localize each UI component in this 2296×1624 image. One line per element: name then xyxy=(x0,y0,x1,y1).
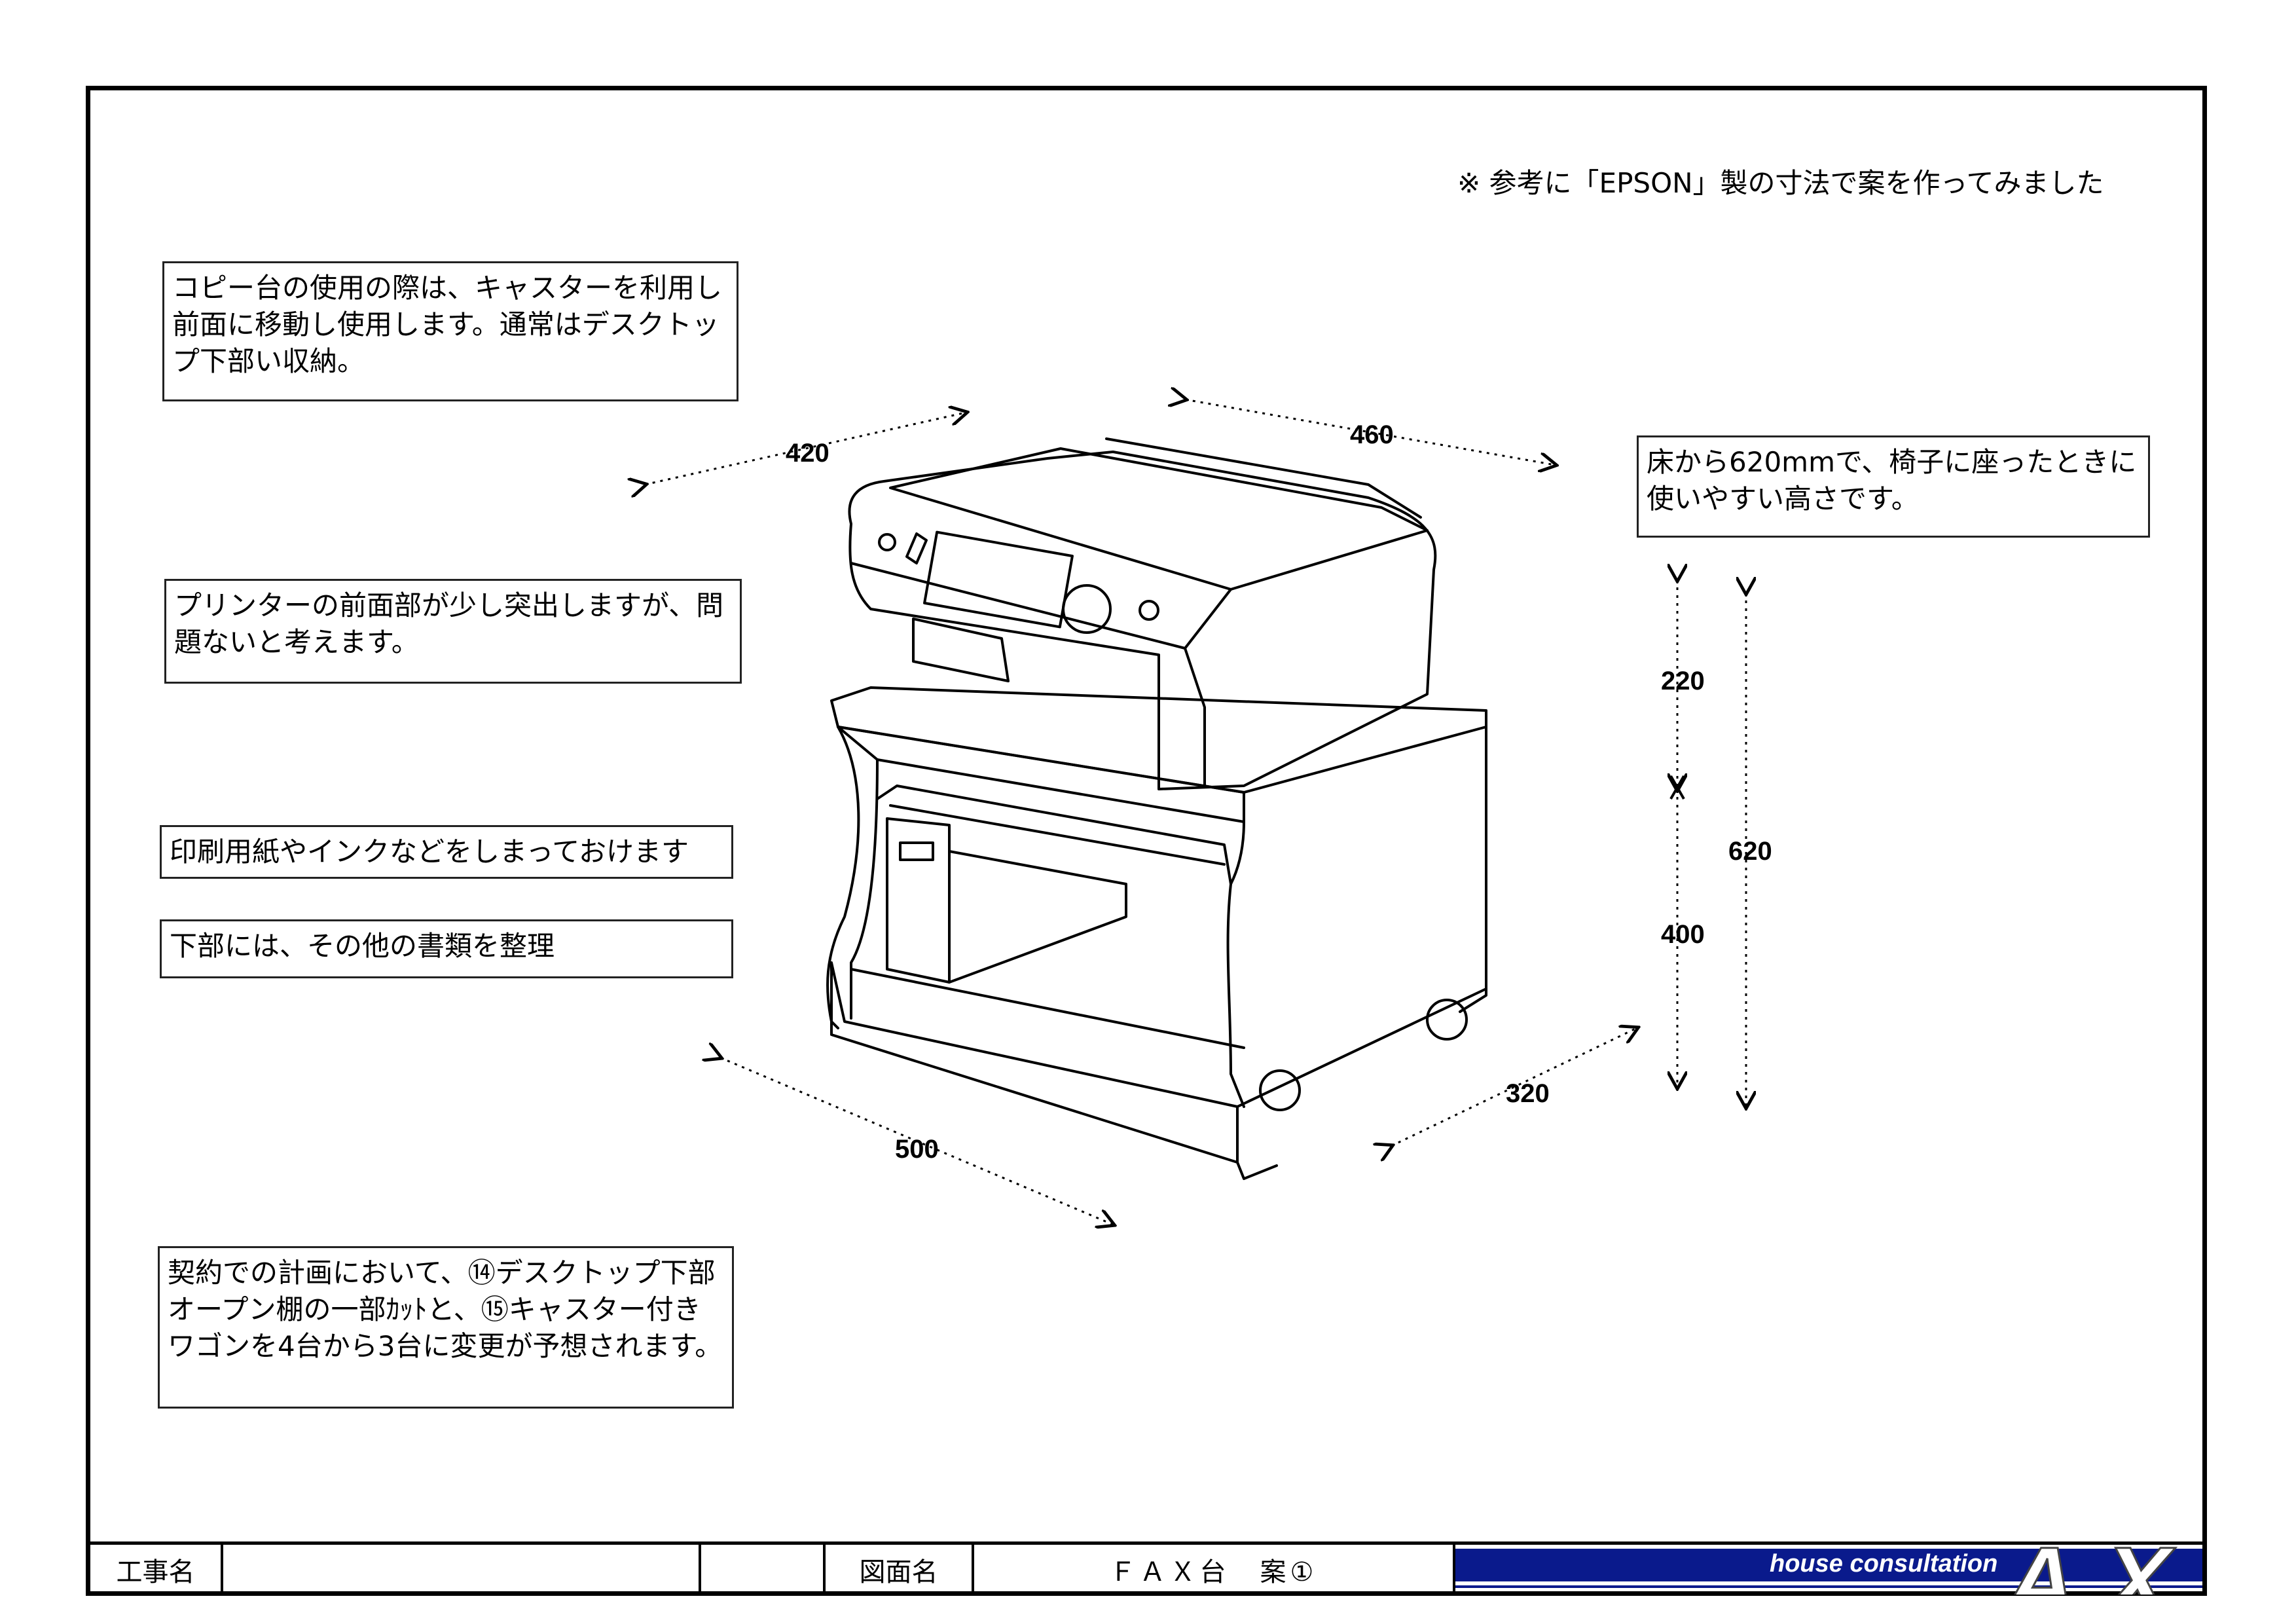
project-name-value xyxy=(223,1545,701,1595)
cabinet-bottom xyxy=(830,961,1239,1164)
dim-line-500 xyxy=(720,1058,1113,1225)
dim-label-320: 320 xyxy=(1506,1079,1550,1108)
reference-note: ※ 参考に「EPSON」製の寸法で案を作ってみました xyxy=(1457,167,2104,199)
cabinet-shelf xyxy=(876,784,1232,885)
printer-display xyxy=(923,530,1074,629)
note-bottom: 下部には、その他の書類を整理 xyxy=(160,919,733,978)
note-paper: 印刷用紙やインクなどをしまっておけます xyxy=(160,825,733,879)
dim-line-320 xyxy=(1391,1028,1637,1146)
title-block-blank xyxy=(701,1545,826,1595)
printer-dial xyxy=(1062,584,1112,634)
brand-subtitle: house consultation xyxy=(1770,1550,1998,1578)
cabinet-right-side xyxy=(1459,726,1487,1013)
project-name-label: 工事名 xyxy=(90,1545,223,1595)
title-block: 工事名 図面名 ＦＡＸ台 案① house consultation AXIS xyxy=(90,1541,2202,1595)
printer-scanner-lid xyxy=(889,447,1429,591)
dim-label-220: 220 xyxy=(1661,667,1705,695)
brand-logo: AXIS xyxy=(2004,1545,2202,1595)
drawing-name-value: ＦＡＸ台 案① xyxy=(974,1545,1455,1595)
drawing-frame xyxy=(86,86,2207,1596)
dim-label-460: 460 xyxy=(1350,420,1394,449)
dim-label-400: 400 xyxy=(1661,920,1705,949)
drawing-name-label: 図面名 xyxy=(826,1545,974,1595)
note-height: 床から620mmで、椅子に座ったときに 使いやすい高さです。 xyxy=(1637,435,2150,538)
dim-label-620: 620 xyxy=(1728,837,1772,866)
note-contract: 契約での計画において、⑭デスクトップ下部 オープン棚の一部ｶｯﾄと、⑮キャスター… xyxy=(158,1246,734,1409)
dim-label-500: 500 xyxy=(895,1135,939,1164)
caster-right xyxy=(1426,999,1468,1041)
caster-front xyxy=(1259,1069,1301,1111)
dim-label-420: 420 xyxy=(786,439,829,468)
note-printer: プリンターの前面部が少し突出しますが、問 題ないと考えます。 xyxy=(164,579,742,684)
note-caster: コピー台の使用の際は、キャスターを利用し 前面に移動し使用します。通常はデスクト… xyxy=(162,261,738,401)
cabinet-left-side xyxy=(826,726,860,1029)
brand-logo-block: house consultation AXIS xyxy=(1455,1545,2202,1595)
printer-front-tray xyxy=(912,618,1010,682)
